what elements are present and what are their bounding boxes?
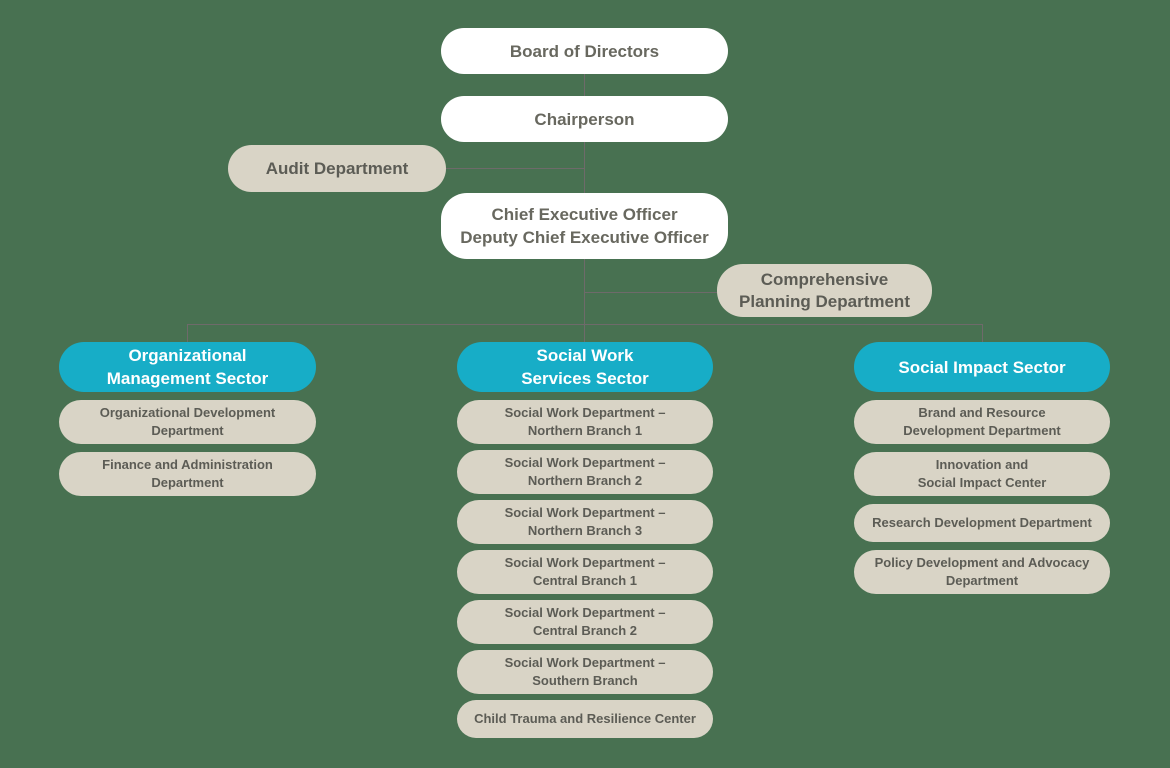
dept-label: Research Development Department xyxy=(872,515,1092,530)
node-label: Audit Department xyxy=(265,158,409,178)
dept-pill: Social Work Department – Northern Branch… xyxy=(457,500,713,544)
dept-list: Organizational Development Department Fi… xyxy=(59,400,316,496)
node-label: Board of Directors xyxy=(509,41,660,61)
connector-drop-left-sector xyxy=(187,324,188,344)
sector-header-organizational-management: Organizational Management Sector xyxy=(59,342,316,392)
dept-pill: Finance and Administration Department xyxy=(59,452,316,496)
dept-pill: Child Trauma and Resilience Center xyxy=(457,700,713,738)
dept-pill: Innovation and Social Impact Center xyxy=(854,452,1110,496)
sector-label: Organizational Management Sector xyxy=(106,346,269,388)
connector-sector-bus xyxy=(187,324,982,325)
sector-column-organizational-management: Organizational Management Sector Organiz… xyxy=(59,342,316,496)
node-label: Chairperson xyxy=(534,109,635,129)
connector-audit-branch xyxy=(445,168,584,169)
dept-list: Social Work Department – Northern Branch… xyxy=(457,400,713,738)
dept-pill: Social Work Department – Central Branch … xyxy=(457,550,713,594)
dept-pill: Organizational Development Department xyxy=(59,400,316,444)
dept-pill: Social Work Department – Southern Branch xyxy=(457,650,713,694)
dept-label: Social Work Department – Central Branch … xyxy=(504,605,666,638)
connector-chairperson-ceo xyxy=(584,142,585,194)
dept-pill: Policy Development and Advocacy Departme… xyxy=(854,550,1110,594)
connector-planning-branch xyxy=(584,292,718,293)
node-board-of-directors: Board of Directors xyxy=(441,28,728,74)
connector-ceo-sectors xyxy=(584,258,585,344)
dept-label: Finance and Administration Department xyxy=(102,457,273,490)
dept-label: Social Work Department – Southern Branch xyxy=(504,655,666,688)
dept-pill: Social Work Department – Central Branch … xyxy=(457,600,713,644)
dept-label: Brand and Resource Development Departmen… xyxy=(903,405,1061,438)
node-label: Comprehensive Planning Department xyxy=(739,269,910,311)
dept-pill: Social Work Department – Northern Branch… xyxy=(457,400,713,444)
dept-label: Policy Development and Advocacy Departme… xyxy=(874,555,1090,588)
dept-label: Social Work Department – Northern Branch… xyxy=(504,455,666,488)
dept-list: Brand and Resource Development Departmen… xyxy=(854,400,1110,594)
dept-pill: Brand and Resource Development Departmen… xyxy=(854,400,1110,444)
node-audit-department: Audit Department xyxy=(228,145,446,192)
sector-header-social-work-services: Social Work Services Sector xyxy=(457,342,713,392)
dept-label: Social Work Department – Central Branch … xyxy=(504,555,666,588)
dept-label: Innovation and Social Impact Center xyxy=(917,457,1047,490)
sector-label: Social Work Services Sector xyxy=(521,346,649,388)
sector-header-social-impact: Social Impact Sector xyxy=(854,342,1110,392)
dept-label: Social Work Department – Northern Branch… xyxy=(504,405,666,438)
node-label: Chief Executive Officer Deputy Chief Exe… xyxy=(460,205,709,247)
connector-drop-right-sector xyxy=(982,324,983,344)
sector-column-social-impact: Social Impact Sector Brand and Resource … xyxy=(854,342,1110,594)
node-chairperson: Chairperson xyxy=(441,96,728,142)
dept-label: Organizational Development Department xyxy=(99,405,276,438)
node-comprehensive-planning-department: Comprehensive Planning Department xyxy=(717,264,932,317)
dept-label: Child Trauma and Resilience Center xyxy=(474,711,696,726)
connector-board-chairperson xyxy=(584,73,585,98)
dept-pill: Research Development Department xyxy=(854,504,1110,542)
sector-label: Social Impact Sector xyxy=(898,357,1066,377)
node-chief-executive-officer: Chief Executive Officer Deputy Chief Exe… xyxy=(441,193,728,259)
dept-pill: Social Work Department – Northern Branch… xyxy=(457,450,713,494)
dept-label: Social Work Department – Northern Branch… xyxy=(504,505,666,538)
sector-column-social-work-services: Social Work Services Sector Social Work … xyxy=(457,342,713,738)
